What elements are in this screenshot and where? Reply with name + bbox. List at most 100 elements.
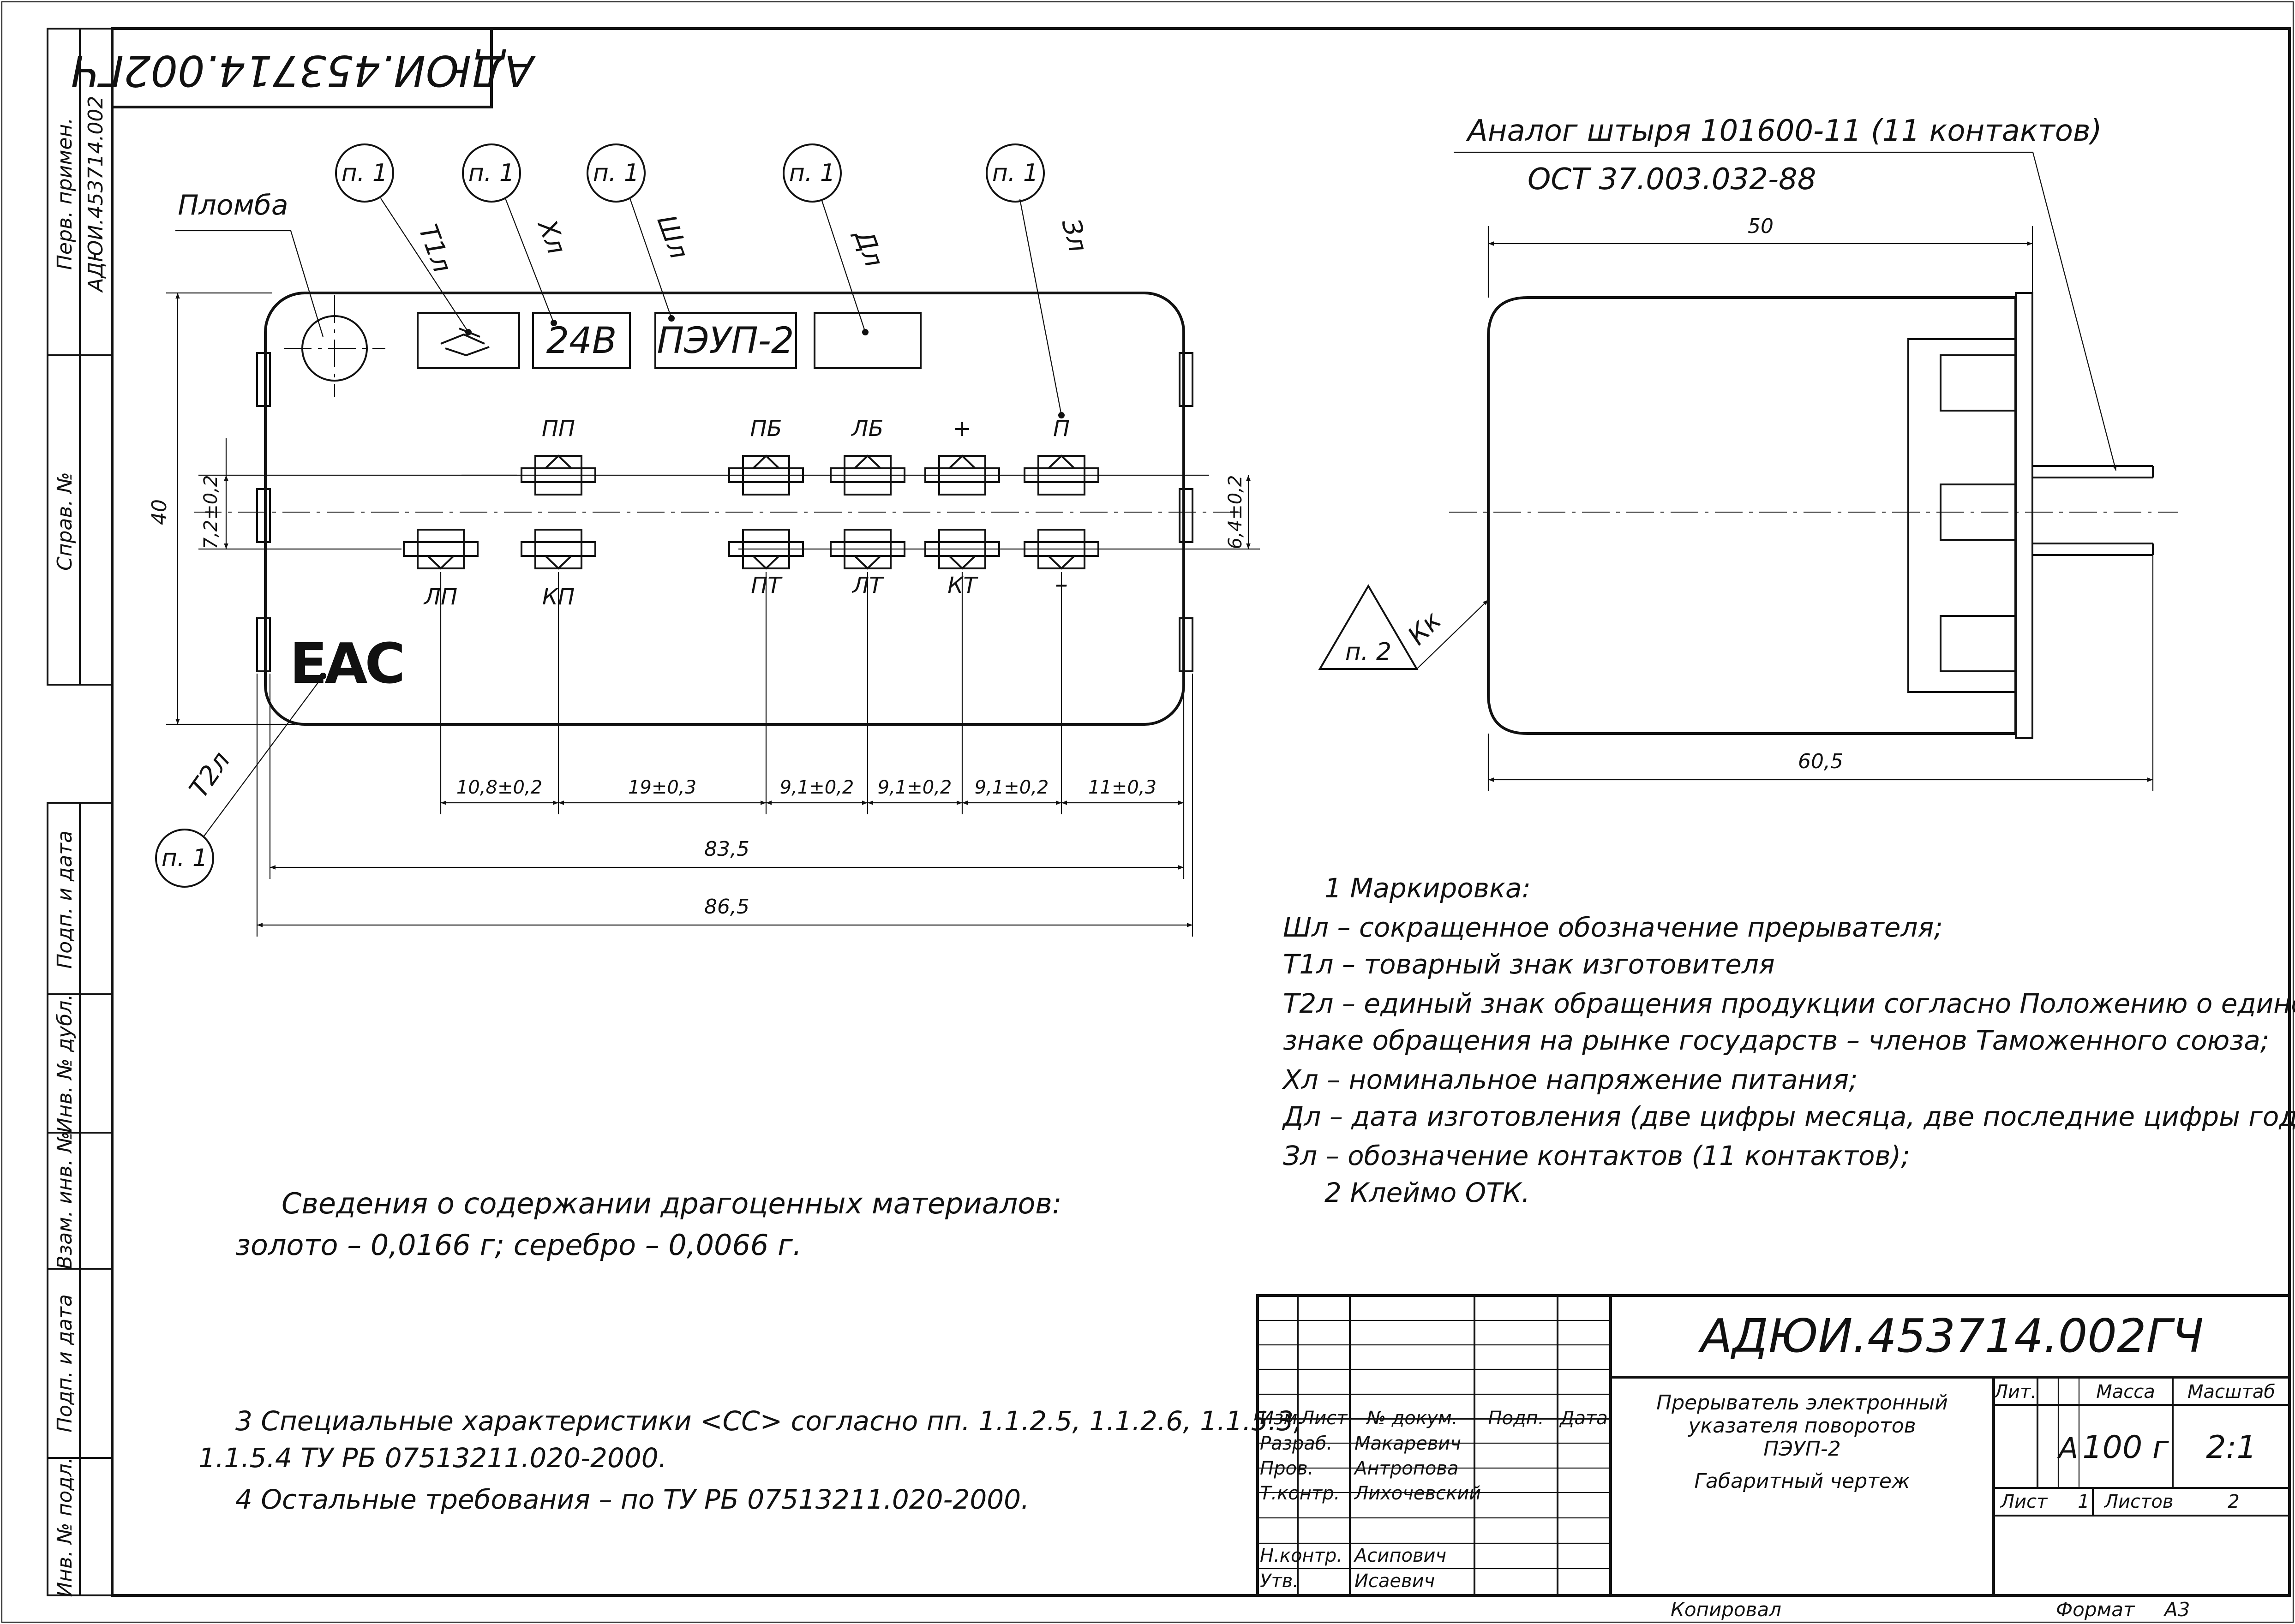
callout-xl: п. 1 xyxy=(468,159,515,187)
side-label-inv-no-podl: Инв. № подл. xyxy=(53,1457,77,1597)
side-label-podp-i-data-1: Подп. и дата xyxy=(53,830,77,969)
note-line-2: Шл – сокращенное обозначение прерывателя… xyxy=(1283,912,1943,943)
precious-line-1: Сведения о содержании драгоценных матери… xyxy=(282,1187,1062,1220)
pin-label-plus: + xyxy=(953,416,971,442)
marking-box-date xyxy=(814,312,922,369)
housing-outline xyxy=(264,292,1185,726)
title-line-3: ПЭУП-2 xyxy=(1763,1437,1841,1461)
requirements-notes: 3 Специальные характеристики <СС> соглас… xyxy=(198,1405,1302,1515)
scale-label: Масштаб xyxy=(2187,1381,2275,1403)
precious-line-2: золото – 0,0166 г; серебро – 0,0066 г. xyxy=(235,1228,802,1262)
contact-pins xyxy=(2032,465,2154,556)
pin-kp xyxy=(521,529,596,570)
footer-format-label: Формат xyxy=(2056,1598,2135,1621)
callout-circle-shl xyxy=(587,143,646,203)
marking-notes: 1 Маркировка: Шл – сокращенное обозначен… xyxy=(1282,872,2295,1208)
name-utv: Исаевич xyxy=(1354,1570,1435,1592)
pin-label-kt: КТ xyxy=(947,573,978,598)
title-line-4: Габаритный чертеж xyxy=(1694,1469,1910,1493)
footer-copied: Копировал xyxy=(1671,1598,1781,1621)
pin-lp xyxy=(403,529,479,570)
seal-circle xyxy=(301,315,368,382)
precious-metals-note: Сведения о содержании драгоценных матери… xyxy=(235,1187,1062,1262)
col-header-data: Дата xyxy=(1559,1408,1608,1429)
dim-inner-length: 83,5 xyxy=(704,837,749,861)
side-label-perv-primen: Перв. примен. xyxy=(53,118,77,270)
pin-label-pp: ПП xyxy=(542,416,575,442)
side-label-sprav-no: Справ. № xyxy=(53,472,77,571)
note-line-1: 1 Маркировка: xyxy=(1324,872,1531,904)
note-line-9: 2 Клеймо ОТК. xyxy=(1324,1177,1530,1208)
pin-label-lb: ЛБ xyxy=(851,416,883,442)
mass-value: 100 г xyxy=(2082,1429,2169,1466)
req-line-3: 4 Остальные требования – по ТУ РБ 075132… xyxy=(235,1484,1030,1515)
col-header-izm: Изм. xyxy=(1260,1408,1303,1429)
pin-label-p: П xyxy=(1053,416,1070,442)
pin-label-pt: ПТ xyxy=(751,573,783,598)
sheet-label: Лист xyxy=(2000,1491,2048,1512)
req-line-1: 3 Специальные характеристики <СС> соглас… xyxy=(235,1405,1302,1437)
side-label-vzam-inv-no: Взам. инв. № xyxy=(53,1132,77,1270)
label-t2l: Т2л xyxy=(184,746,236,803)
lit-value: А xyxy=(2057,1431,2078,1465)
side-label-perv-primen-value: АДЮИ.453714.002 xyxy=(84,96,108,293)
note-line-8: Зл – обозначение контактов (11 контактов… xyxy=(1283,1140,1910,1171)
name-razrab: Макаревич xyxy=(1354,1433,1461,1454)
name-tkontr: Лихочевский xyxy=(1354,1483,1481,1504)
side-view: Аналог штыря 101600-11 (11 контактов) ОС… xyxy=(1318,114,2178,791)
callout-zl: п. 1 xyxy=(992,159,1038,187)
callout-circle-zl xyxy=(986,143,1045,203)
lit-label: Лит. xyxy=(1993,1381,2037,1403)
col-header-list: Лист xyxy=(1300,1408,1348,1429)
side-label-podp-i-data-2: Подп. и дата xyxy=(53,1294,77,1433)
label-plomba: Пломба xyxy=(178,189,288,221)
label-zl: Зл xyxy=(1055,215,1093,255)
dim-spacing-1: 10,8±0,2 xyxy=(456,777,542,798)
label-shl: Шл xyxy=(651,211,694,263)
sheets-value: 2 xyxy=(2228,1491,2239,1512)
sheet-value: 1 xyxy=(2078,1491,2089,1512)
sheets-label: Листов xyxy=(2103,1491,2173,1512)
marking-box-model xyxy=(654,312,797,369)
note-line-7: Дл – дата изготовления (две цифры месяца… xyxy=(1282,1101,2295,1132)
otk-triangle xyxy=(1318,584,1419,670)
role-nkontr: Н.контр. xyxy=(1260,1545,1342,1566)
callout-t2l: п. 1 xyxy=(162,844,208,872)
top-code-text: АДЮИ.453714.002ГЧ xyxy=(71,46,536,96)
pin-note-2: ОСТ 37.003.032-88 xyxy=(1528,162,1816,197)
callout-circle-t2l xyxy=(155,829,214,888)
label-xl: Хл xyxy=(531,215,571,258)
col-header-podp: Подп. xyxy=(1488,1408,1544,1429)
note-line-3: Т1л – товарный знак изготовителя xyxy=(1283,949,1775,980)
note-line-4: Т2л – единый знак обращения продукции со… xyxy=(1283,988,2295,1019)
name-prov: Антропова xyxy=(1353,1458,1458,1479)
name-nkontr: Асипович xyxy=(1353,1545,1446,1566)
front-view: 24В ПЭУП-2 EAC ПП ПБ ЛБ xyxy=(148,143,1260,937)
eac-mark: EAC xyxy=(290,632,403,696)
kk-label: Кк xyxy=(1402,606,1447,651)
dim-side-top: 50 xyxy=(1748,215,1774,238)
callout-circle-dl xyxy=(783,143,842,203)
label-dl: Дл xyxy=(848,225,889,271)
note-line-6: Хл – номинальное напряжение питания; xyxy=(1282,1064,1858,1095)
col-header-no-dokum: № докум. xyxy=(1366,1408,1457,1429)
req-line-2: 1.1.5.4 ТУ РБ 07513211.020-2000. xyxy=(198,1442,667,1474)
dim-spacing-6: 11±0,3 xyxy=(1088,777,1156,798)
note-line-5: знаке обращения на рынке государств – чл… xyxy=(1283,1025,2269,1056)
title-block: АДЮИ.453714.002ГЧ Прерыватель электронны… xyxy=(1256,1294,2291,1597)
side-lugs xyxy=(256,352,1193,672)
callout-circle-t1l xyxy=(335,143,394,203)
pin-note-1: Аналог штыря 101600-11 (11 контактов) xyxy=(1466,114,2102,148)
title-designation: АДЮИ.453714.002ГЧ xyxy=(1698,1309,2204,1363)
side-label-inv-no-dubl: Инв. № дубл. xyxy=(53,994,77,1133)
role-prov: Пров. xyxy=(1260,1458,1313,1479)
label-t1l: Т1л xyxy=(413,221,457,277)
dim-spacing-4: 9,1±0,2 xyxy=(878,777,952,798)
title-line-1: Прерыватель электронный xyxy=(1656,1391,1948,1415)
dim-spacing-3: 9,1±0,2 xyxy=(780,777,854,798)
callout-dl: п. 1 xyxy=(789,159,835,187)
dim-side-bottom: 60,5 xyxy=(1798,750,1843,773)
top-code-box: АДЮИ.453714.002ГЧ xyxy=(71,27,536,108)
